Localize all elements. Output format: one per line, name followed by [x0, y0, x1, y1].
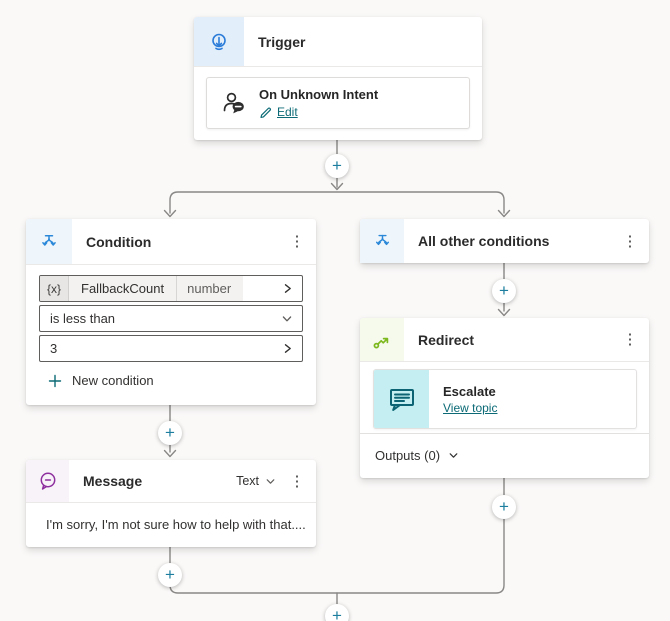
plus-icon: +: [332, 155, 342, 175]
message-node[interactable]: Message Text ⋮ I'm sorry, I'm not sure h…: [26, 460, 316, 547]
kebab-menu-icon[interactable]: ⋮: [289, 472, 305, 490]
condition-value: 3: [50, 341, 58, 356]
condition-value-field[interactable]: 3: [39, 335, 303, 362]
condition-operator-select[interactable]: is less than: [39, 305, 303, 332]
view-topic-link[interactable]: View topic: [443, 400, 498, 415]
redirect-node[interactable]: Redirect ⋮ Escalate View topic: [360, 318, 649, 478]
edit-link[interactable]: Edit: [277, 105, 298, 119]
add-node-button[interactable]: +: [158, 563, 182, 587]
node-title: Redirect: [418, 331, 475, 348]
intent-name: On Unknown Intent: [259, 87, 379, 102]
operator-value: is less than: [50, 311, 116, 326]
trigger-node[interactable]: Trigger On Unknown Intent: [194, 17, 482, 140]
person-chat-icon: [221, 90, 247, 116]
kebab-menu-icon[interactable]: ⋮: [289, 233, 305, 250]
outputs-toggle[interactable]: Outputs (0): [360, 433, 649, 477]
node-title: All other conditions: [418, 233, 550, 249]
node-title: Condition: [86, 233, 152, 250]
kebab-menu-icon[interactable]: ⋮: [622, 331, 638, 348]
all-other-conditions-node[interactable]: All other conditions ⋮: [360, 219, 649, 263]
new-condition-button[interactable]: New condition: [39, 373, 303, 388]
plus-icon: +: [499, 280, 509, 300]
format-label: Text: [236, 474, 259, 488]
add-node-button[interactable]: +: [492, 495, 516, 519]
plus-icon: +: [332, 605, 342, 621]
condition-node[interactable]: Condition ⋮ {x} FallbackCount number is …: [26, 219, 316, 405]
plus-icon: [48, 374, 62, 388]
pencil-icon: [259, 106, 272, 119]
plus-icon: +: [165, 564, 175, 584]
message-text[interactable]: I'm sorry, I'm not sure how to help with…: [46, 516, 306, 532]
plus-icon: +: [499, 496, 509, 516]
trigger-icon: [194, 17, 244, 66]
chevron-down-icon: [281, 313, 293, 325]
variable-name: FallbackCount: [69, 276, 177, 301]
topic-card[interactable]: Escalate View topic: [373, 369, 637, 429]
new-condition-label: New condition: [72, 373, 154, 388]
variable-prefix-chip: {x}: [40, 276, 70, 301]
message-icon: [26, 460, 69, 502]
add-node-button[interactable]: +: [325, 154, 349, 178]
node-title: Message: [83, 473, 143, 489]
condition-branch-icon: [26, 219, 72, 264]
intent-card[interactable]: On Unknown Intent Edit: [206, 77, 470, 129]
chevron-down-icon: [448, 450, 459, 461]
outputs-label: Outputs (0): [375, 448, 441, 463]
topic-chat-icon: [374, 370, 429, 428]
variable-type-badge: number: [177, 276, 244, 301]
add-node-button[interactable]: +: [158, 421, 182, 445]
node-title: Trigger: [258, 33, 306, 50]
condition-branch-icon: [360, 219, 404, 263]
redirect-icon: [360, 318, 404, 361]
add-node-button[interactable]: +: [325, 604, 349, 621]
chevron-right-icon: [282, 343, 293, 354]
kebab-menu-icon[interactable]: ⋮: [622, 232, 638, 250]
add-node-button[interactable]: +: [492, 279, 516, 303]
chevron-down-icon: [265, 476, 276, 487]
topic-name: Escalate: [443, 383, 496, 399]
message-format-select[interactable]: Text: [236, 474, 276, 488]
condition-variable-field[interactable]: {x} FallbackCount number: [39, 275, 303, 302]
chevron-right-icon: [282, 283, 293, 294]
plus-icon: +: [165, 422, 175, 442]
